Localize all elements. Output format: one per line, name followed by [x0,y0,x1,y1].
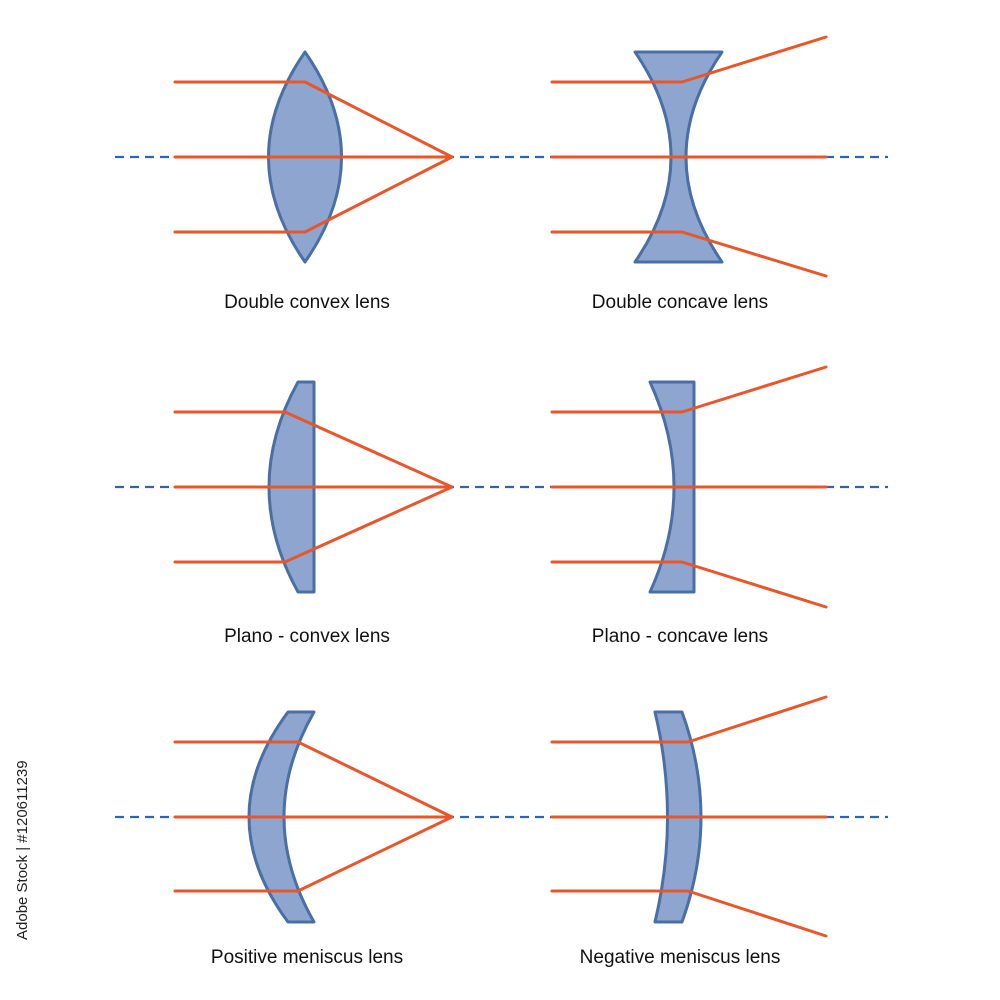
double-convex-label: Double convex lens [224,292,390,313]
stock-credit: Adobe Stock | #120611239 [14,760,31,940]
plano-concave-lens-shape [648,380,696,594]
ray-bottom [550,889,828,938]
double-concave-diagram: Double concave lens [550,35,828,313]
plano-convex-label: Plano - convex lens [224,626,390,647]
double-concave-label: Double concave lens [592,292,768,313]
ray-bottom [173,155,454,234]
ray-top [173,410,454,489]
plano-concave-diagram: Plano - concave lens [550,365,828,647]
ray-top [550,35,828,84]
ray-bottom [550,560,828,609]
ray-top [173,80,454,159]
ray-top [550,365,828,414]
negative-meniscus-label: Negative meniscus lens [580,947,781,968]
ray-bottom [550,230,828,278]
double-convex-diagram: Double convex lens [173,50,454,313]
positive-meniscus-diagram: Positive meniscus lens [173,710,454,968]
positive-meniscus-label: Positive meniscus lens [211,947,403,968]
ray-top [173,740,454,819]
plano-convex-diagram: Plano - convex lens [173,380,454,647]
ray-bottom [173,815,454,893]
ray-top [550,695,828,744]
negative-meniscus-diagram: Negative meniscus lens [550,695,828,968]
plano-concave-label: Plano - concave lens [592,626,768,647]
ray-bottom [173,485,454,564]
